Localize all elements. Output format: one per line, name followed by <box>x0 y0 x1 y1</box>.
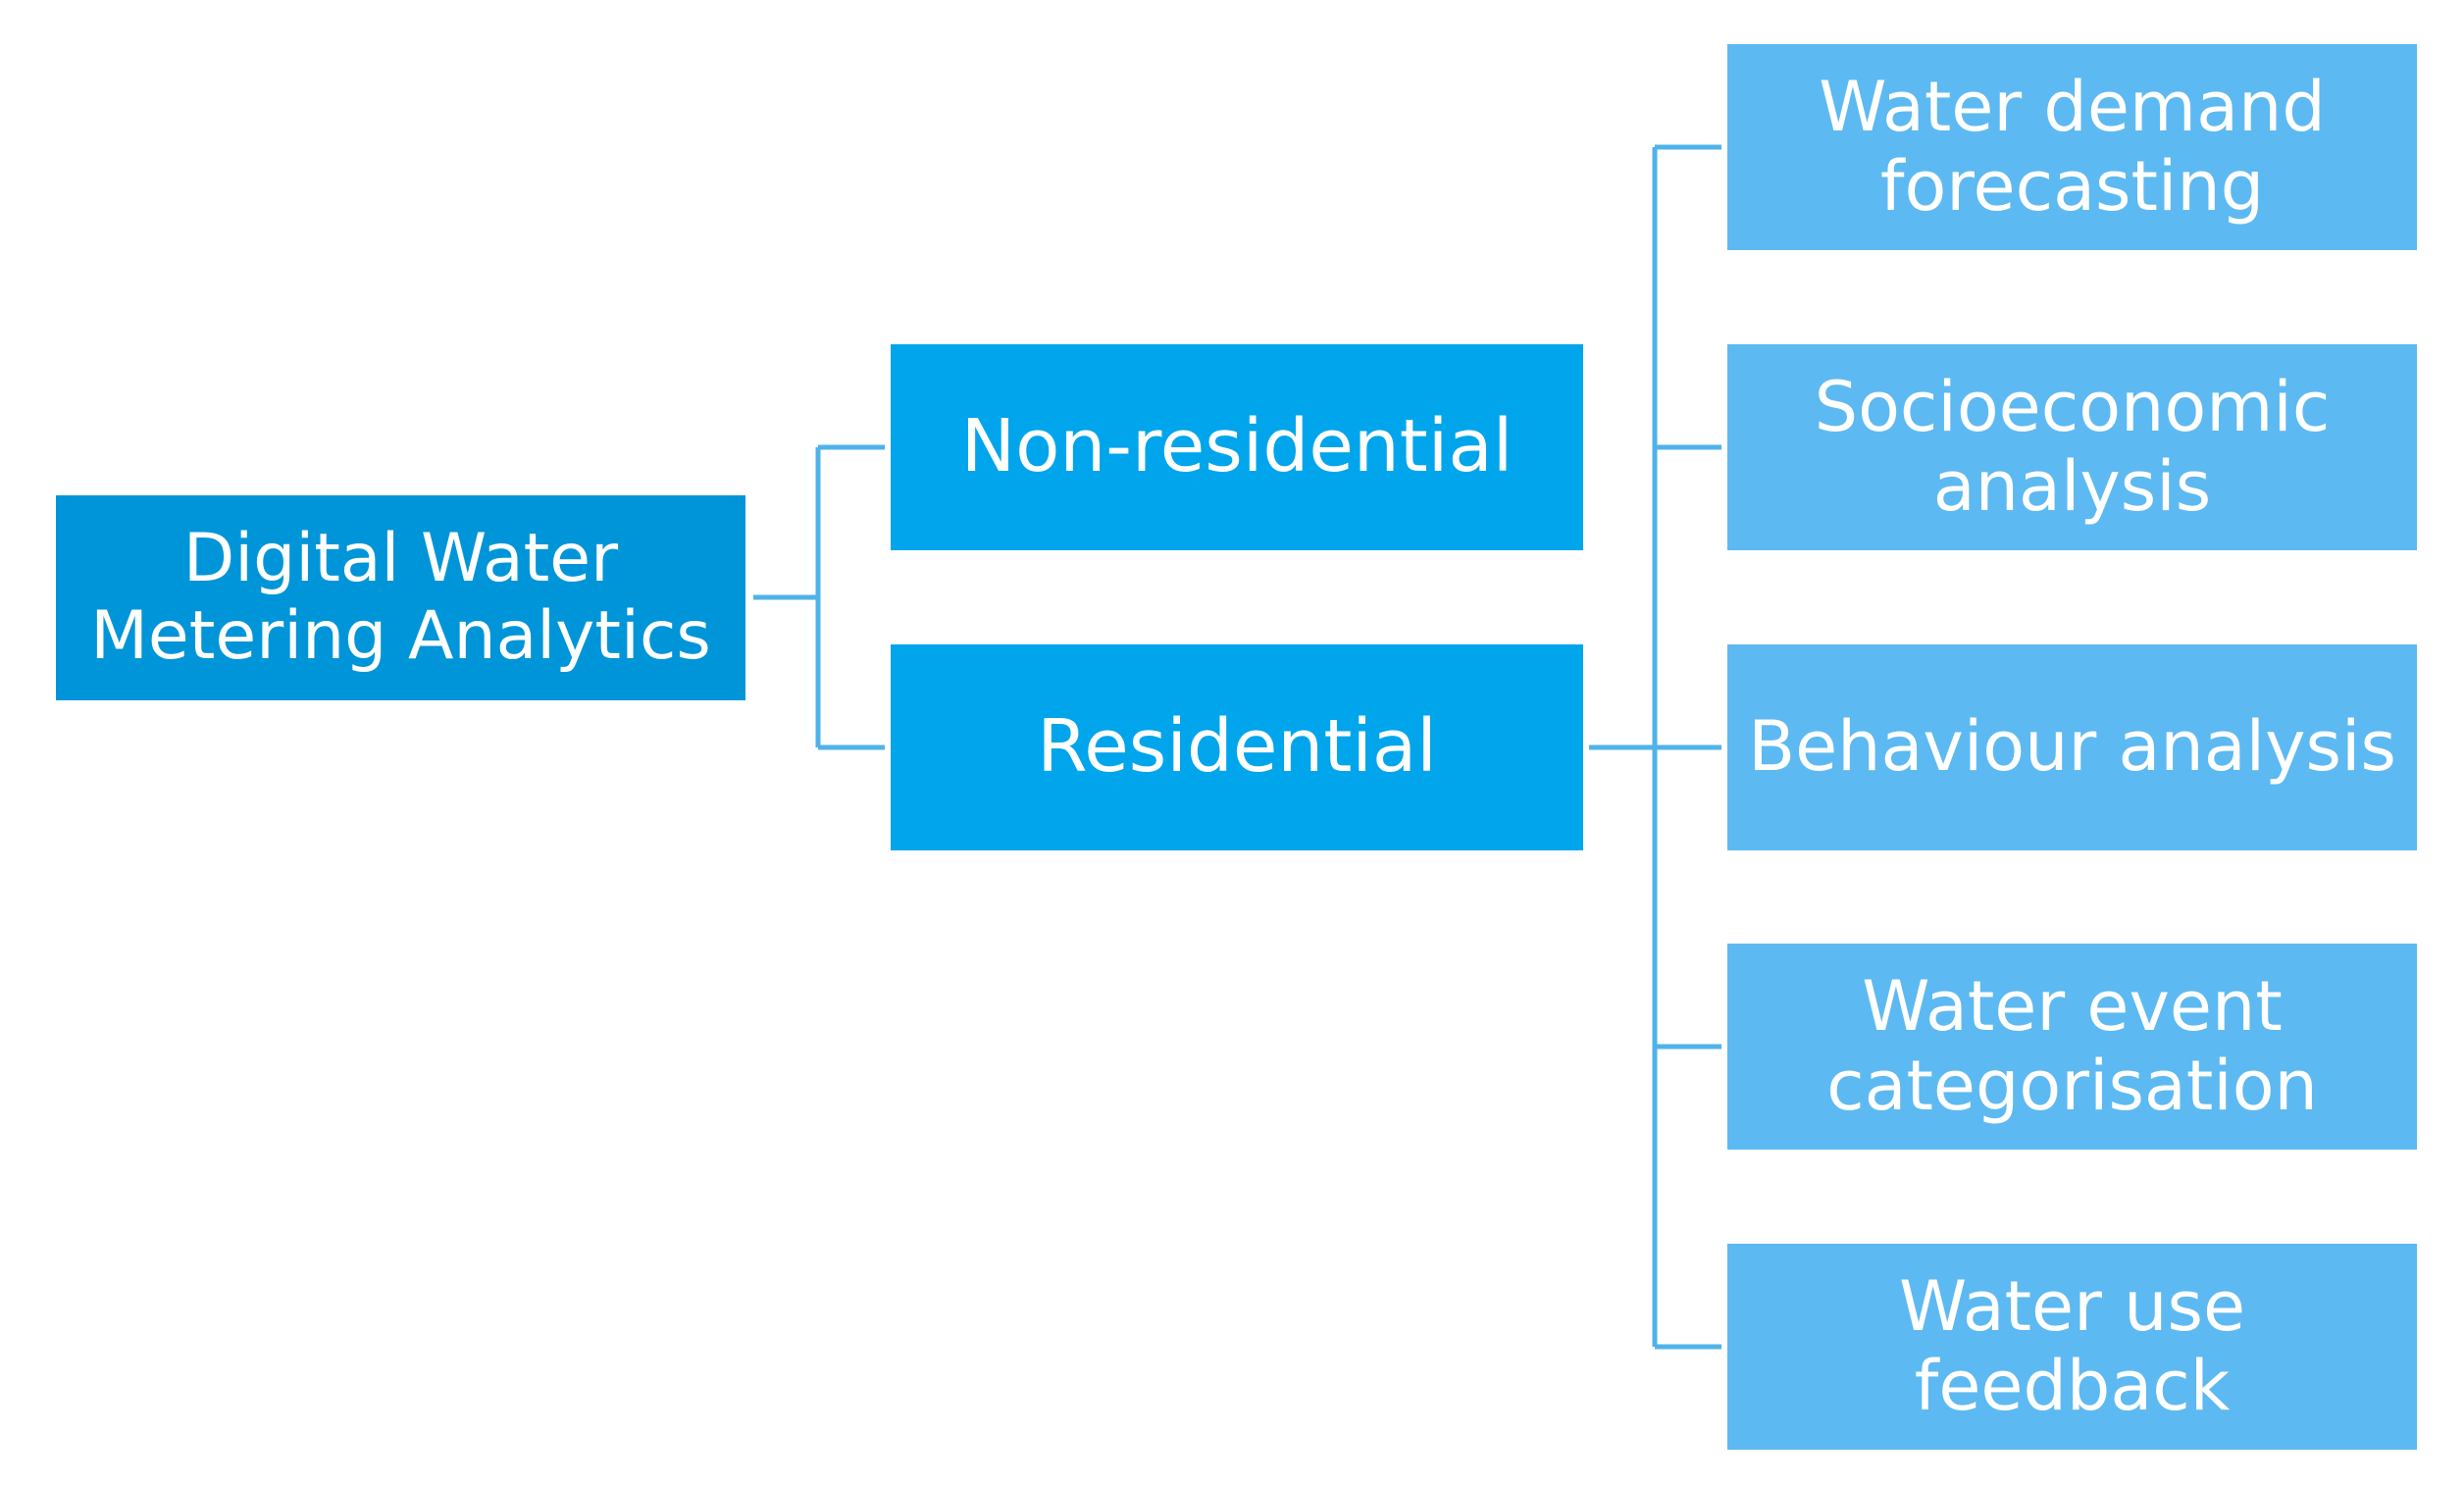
category-node-residential: Residential <box>891 644 1583 850</box>
root-node-digital-water-metering-analytics: Digital Water Metering Analytics <box>56 495 745 700</box>
leaf-node-behaviour-analysis: Behaviour analysis <box>1727 644 2417 850</box>
leaf-node-water-event-categorisation: Water event categorisation <box>1727 944 2417 1150</box>
leaf-node-socioeconomic-analysis: Socioeconomic analysis <box>1727 344 2417 550</box>
leaf-node-water-use-feedback: Water use feedback <box>1727 1244 2417 1450</box>
category-node-non-residential: Non-residential <box>891 344 1583 550</box>
leaf-node-water-demand-forecasting: Water demand forecasting <box>1727 44 2417 250</box>
